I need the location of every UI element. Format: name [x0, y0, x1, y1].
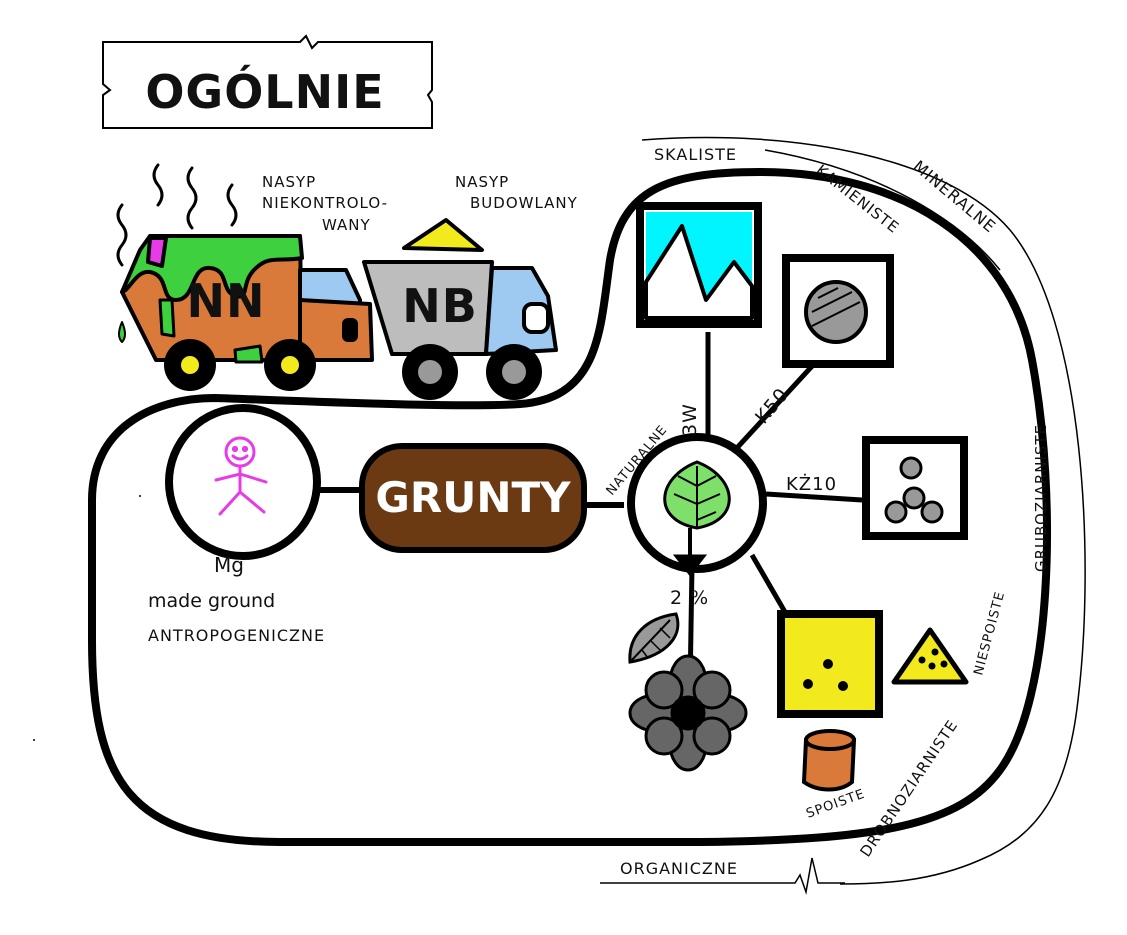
- small-leaf-icon: [628, 612, 680, 664]
- anthropogenic-node: [165, 404, 321, 560]
- organic-threshold: 2 %: [670, 587, 709, 609]
- rocky-box: [636, 202, 762, 328]
- ink-dot: [33, 739, 35, 741]
- sand-pile-icon: [891, 627, 969, 685]
- rocky-label: SKALISTE: [654, 145, 737, 164]
- flower-icon: [628, 654, 748, 772]
- organic-baseline: [600, 857, 845, 895]
- mineral-brace: [641, 136, 1086, 885]
- ink-dot: [139, 495, 141, 497]
- stony-label: KAMIENISTE: [813, 161, 903, 237]
- nb-truck-icon: [362, 218, 558, 400]
- mineral-label: MINERALNE: [909, 157, 999, 237]
- nn-caption-line-1: NASYP: [262, 173, 316, 191]
- grunty-pill: [359, 443, 587, 553]
- steam-lines-icon: [116, 163, 238, 267]
- anthropogenic-symbol: Mg: [214, 553, 244, 577]
- nb-caption-line-2: BUDOWLANY: [470, 194, 578, 212]
- nb-caption-line-1: NASYP: [455, 173, 509, 191]
- nb-truck-badge: NB: [402, 279, 478, 333]
- grunty-label: GRUNTY: [375, 473, 571, 522]
- leaf-icon: [663, 460, 731, 577]
- noncohesive-soil-icon: [777, 610, 883, 718]
- cohesive-label: SPOISTE: [804, 787, 867, 822]
- nn-caption-line-2: NIEKONTROLO-: [262, 194, 388, 212]
- page-title: OGÓLNIE: [145, 65, 384, 119]
- nn-truck-icon: [118, 234, 374, 391]
- clay-cylinder-icon: [801, 729, 857, 792]
- rocky-code: 3W: [679, 403, 701, 436]
- coarse-code: KŻ10: [786, 474, 837, 495]
- title-banner: OGÓLNIE: [102, 34, 433, 129]
- grunty-outline: [88, 168, 1052, 846]
- stick-figure-icon: [214, 436, 268, 516]
- coarse-label: GRUBOZIARNISTE: [1032, 424, 1050, 572]
- nn-truck-badge: NN: [187, 274, 266, 328]
- organic-label: ORGANICZNE: [620, 859, 738, 878]
- stony-box: [782, 254, 894, 368]
- anthropogenic-name: ANTROPOGENICZNE: [148, 626, 325, 645]
- coarse-brace: [764, 149, 1001, 271]
- fine-label: DROBNOZIARNISTE: [856, 716, 961, 860]
- noncohesive-label: NIESPOISTE: [971, 590, 1008, 677]
- nn-caption-line-3: WANY: [322, 216, 371, 234]
- coarse-box: [862, 436, 968, 540]
- anthropogenic-english: made ground: [148, 590, 275, 612]
